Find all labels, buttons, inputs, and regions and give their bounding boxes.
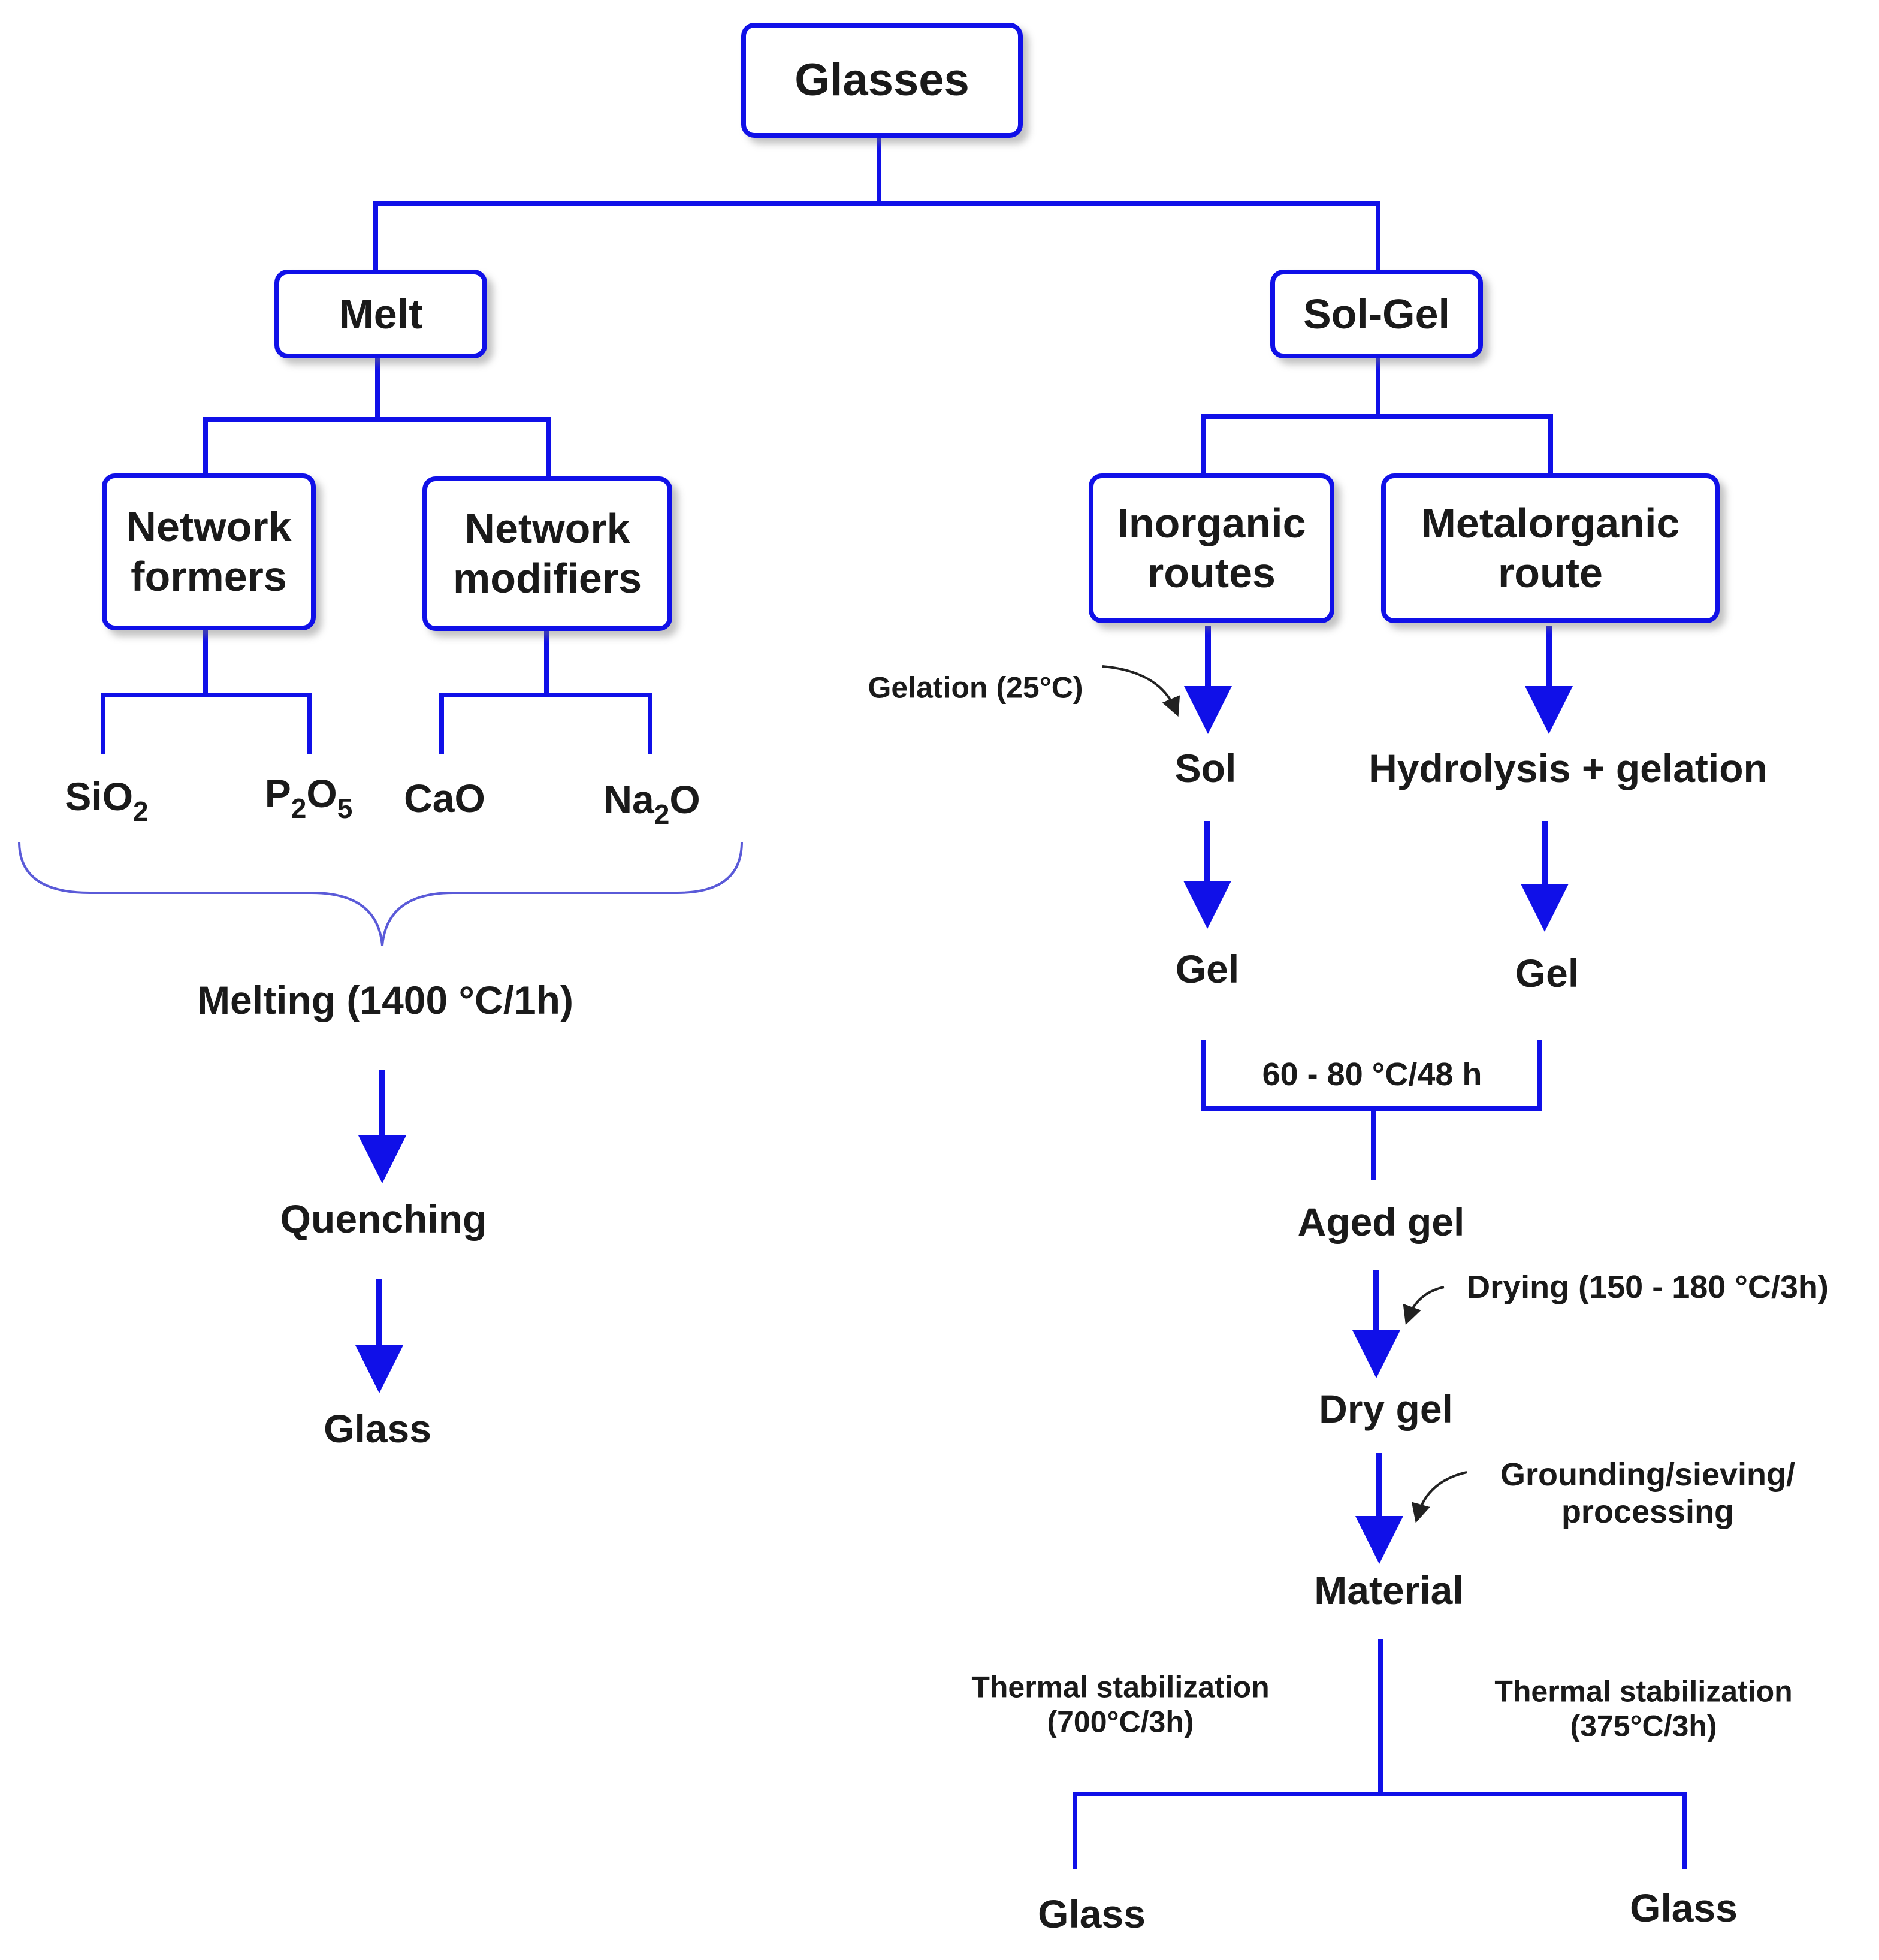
box-glasses-label: Glasses	[795, 55, 969, 106]
oxide-p2o5-o: O	[306, 771, 337, 816]
note-thermal-right-line1: Thermal stabilization	[1494, 1674, 1793, 1708]
box-metalorganic-route: Metalorganic route	[1381, 473, 1720, 623]
label-hydrolysis-gelation: Hydrolysis + gelation	[1369, 746, 1768, 791]
label-quenching: Quenching	[280, 1197, 487, 1242]
note-grounding-line2: processing	[1561, 1494, 1735, 1530]
connector-formers-split	[101, 693, 312, 754]
connector-solgel-split	[1201, 414, 1553, 479]
box-metalorganic-route-line2: route	[1497, 549, 1603, 596]
oxide-na2o: Na2O	[603, 777, 700, 830]
label-gel-left: Gel	[1175, 947, 1240, 992]
box-inorganic-routes: Inorganic routes	[1089, 473, 1334, 623]
box-network-formers: Network formers	[102, 473, 316, 630]
label-melting: Melting (1400 °C/1h)	[197, 978, 573, 1023]
drying-note-arrow	[1403, 1286, 1445, 1325]
note-thermal-left: Thermal stabilization (700°C/3h)	[971, 1671, 1269, 1739]
note-thermal-right-line2: (375°C/3h)	[1570, 1709, 1717, 1742]
oxide-sio2-base: SiO	[65, 774, 134, 819]
note-grounding: Grounding/sieving/ processing	[1500, 1456, 1795, 1530]
box-network-formers-line2: formers	[131, 553, 287, 600]
oxide-sio2-sub: 2	[133, 796, 149, 828]
oxide-cao: CaO	[404, 776, 485, 822]
label-aging-condition: 60 - 80 °C/48 h	[1262, 1056, 1482, 1092]
label-dry-gel: Dry gel	[1319, 1387, 1453, 1432]
note-thermal-right: Thermal stabilization (375°C/3h)	[1494, 1675, 1792, 1744]
oxide-p2o5-sub2: 5	[337, 793, 353, 825]
oxide-p2o5-sub1: 2	[291, 793, 307, 825]
label-glass-melt: Glass	[324, 1406, 431, 1451]
oxide-na2o-sub: 2	[654, 799, 670, 830]
box-melt: Melt	[274, 270, 487, 358]
oxide-p2o5-p: P	[264, 771, 291, 816]
note-grounding-line1: Grounding/sieving/	[1500, 1456, 1796, 1493]
box-glasses: Glasses	[741, 23, 1023, 138]
gelation-note-arrow	[1102, 665, 1180, 717]
grounding-note-arrow	[1411, 1471, 1467, 1523]
box-metalorganic-route-line1: Metalorganic	[1421, 500, 1680, 547]
box-solgel: Sol-Gel	[1270, 270, 1483, 358]
box-melt-label: Melt	[339, 290, 423, 337]
label-sol: Sol	[1174, 746, 1237, 791]
box-network-modifiers: Network modifiers	[422, 476, 672, 631]
label-glass-left: Glass	[1038, 1892, 1146, 1937]
label-material: Material	[1314, 1568, 1464, 1613]
oxide-na2o-o: O	[669, 777, 700, 822]
oxide-na2o-na: Na	[603, 777, 654, 822]
box-solgel-label: Sol-Gel	[1303, 290, 1451, 337]
box-network-modifiers-line1: Network	[464, 505, 630, 552]
box-inorganic-routes-line1: Inorganic	[1117, 500, 1306, 547]
box-network-formers-line1: Network	[126, 503, 292, 551]
label-glass-right: Glass	[1630, 1886, 1738, 1931]
label-aged-gel: Aged gel	[1297, 1200, 1465, 1245]
note-thermal-left-line1: Thermal stabilization	[971, 1670, 1270, 1704]
oxide-sio2: SiO2	[65, 774, 148, 827]
note-thermal-left-line2: (700°C/3h)	[1047, 1705, 1194, 1738]
label-gel-right: Gel	[1515, 951, 1579, 996]
oxides-brace	[18, 841, 743, 946]
note-gelation: Gelation (25°C)	[868, 671, 1083, 705]
connector-material-split	[1073, 1792, 1687, 1869]
box-inorganic-routes-line2: routes	[1147, 549, 1276, 596]
oxide-cao-text: CaO	[404, 776, 485, 821]
box-network-modifiers-line2: modifiers	[452, 555, 642, 602]
note-drying: Drying (150 - 180 °C/3h)	[1467, 1269, 1829, 1305]
oxide-p2o5: P2O5	[264, 771, 353, 824]
connector-modifiers-split	[439, 693, 652, 754]
